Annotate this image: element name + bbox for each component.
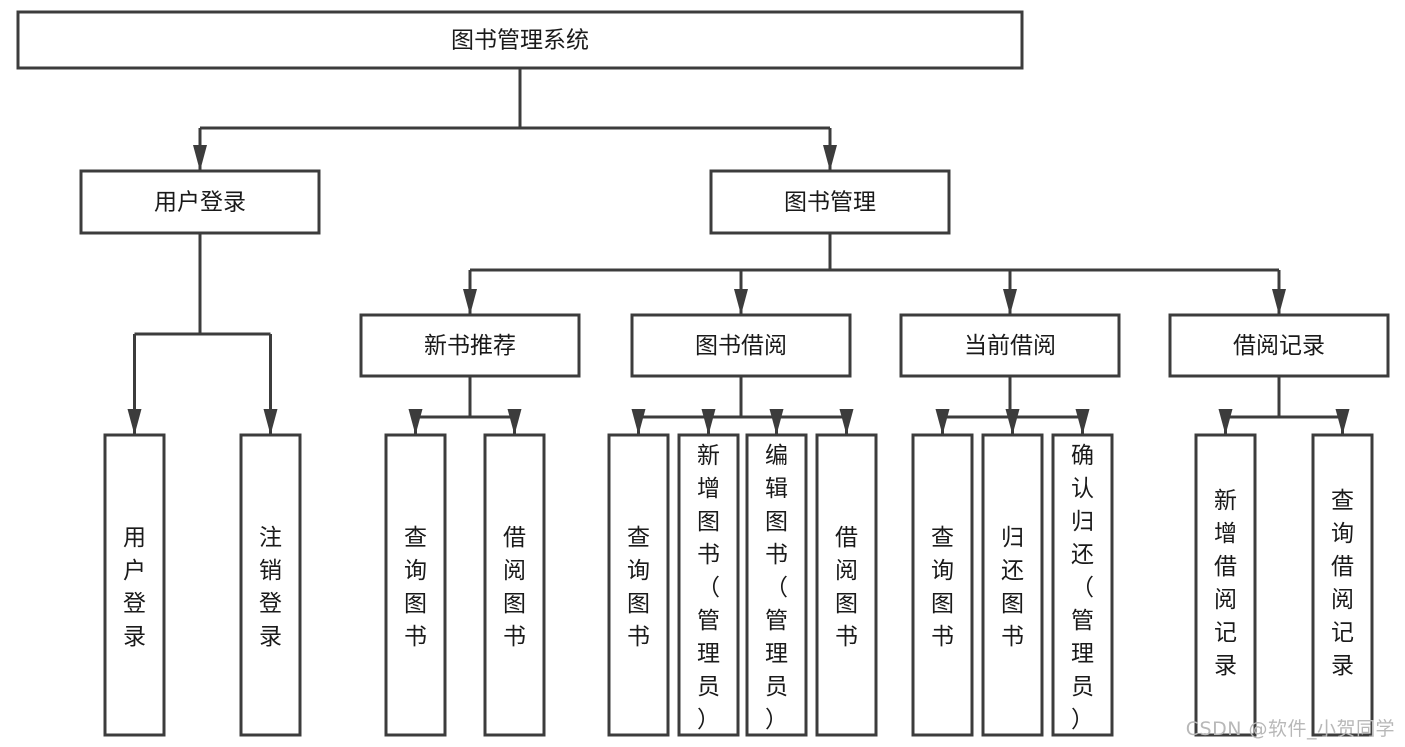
node-box[interactable] xyxy=(79,169,321,235)
node-label: 图书管理系统 xyxy=(451,28,589,54)
node-leaf-0[interactable]: 用户登录 xyxy=(103,433,166,737)
node-label: 新增借阅记录 xyxy=(1214,488,1237,679)
node-label: 查询图书 xyxy=(931,525,954,650)
level3-1-to-leaves-arrow-1 xyxy=(701,409,716,435)
book-mgmt-to-level3-arrow-1 xyxy=(734,289,748,315)
node-leaf-6[interactable]: 编辑图书（管理员） xyxy=(745,433,808,737)
node-label: 用户登录 xyxy=(154,190,246,216)
node-label: 借阅记录 xyxy=(1233,333,1325,359)
node-box[interactable] xyxy=(384,433,447,737)
node-leaf-3[interactable]: 借阅图书 xyxy=(483,433,546,737)
node-box[interactable] xyxy=(607,433,670,737)
node-root-0[interactable]: 图书管理系统 xyxy=(16,10,1024,70)
node-box[interactable] xyxy=(815,433,878,737)
node-label: 归还图书 xyxy=(1001,525,1024,650)
book-mgmt-to-level3-arrow-0 xyxy=(463,289,477,315)
node-level3-0[interactable]: 新书推荐 xyxy=(359,313,581,378)
level3-0-to-leaves-arrow-0 xyxy=(408,409,423,435)
node-box[interactable] xyxy=(239,433,302,737)
nodes-layer: 图书管理系统用户登录图书管理新书推荐图书借阅当前借阅借阅记录用户登录注销登录查询… xyxy=(16,10,1390,737)
node-label: 注销登录 xyxy=(259,525,282,650)
node-leaf-11[interactable]: 新增借阅记录 xyxy=(1194,433,1257,737)
node-box[interactable] xyxy=(899,313,1121,378)
node-level3-2[interactable]: 当前借阅 xyxy=(899,313,1121,378)
node-label: 借阅图书 xyxy=(835,525,858,650)
node-leaf-12[interactable]: 查询借阅记录 xyxy=(1311,433,1374,737)
node-box[interactable] xyxy=(1311,433,1374,737)
node-box[interactable] xyxy=(1168,313,1390,378)
node-label: 新增图书（管理员） xyxy=(697,443,720,733)
node-level3-1[interactable]: 图书借阅 xyxy=(630,313,852,378)
node-label: 当前借阅 xyxy=(964,333,1056,359)
root-to-level2-arrow-1 xyxy=(823,145,837,171)
level3-1-to-leaves-arrow-0 xyxy=(631,409,646,435)
node-box[interactable] xyxy=(1194,433,1257,737)
node-label: 用户登录 xyxy=(123,525,146,650)
node-label: 查询图书 xyxy=(404,525,427,650)
book-mgmt-to-level3-arrow-3 xyxy=(1272,289,1286,315)
node-label: 查询图书 xyxy=(627,525,650,650)
level3-3-to-leaves-arrow-0 xyxy=(1218,409,1233,435)
level3-3-to-leaves-arrow-1 xyxy=(1335,409,1350,435)
connectors-layer xyxy=(127,68,1350,435)
level3-2-to-leaves-arrow-0 xyxy=(935,409,950,435)
user-login-to-leaves-arrow-0 xyxy=(127,409,142,435)
node-box[interactable] xyxy=(709,169,951,235)
node-label: 图书借阅 xyxy=(695,333,787,359)
node-label: 借阅图书 xyxy=(503,525,526,650)
node-box[interactable] xyxy=(911,433,974,737)
level3-1-to-leaves-arrow-2 xyxy=(769,409,784,435)
level3-2-to-leaves-arrow-2 xyxy=(1075,409,1090,435)
node-label: 图书管理 xyxy=(784,190,876,216)
node-box[interactable] xyxy=(677,433,740,737)
node-label: 编辑图书（管理员） xyxy=(765,443,788,733)
node-leaf-1[interactable]: 注销登录 xyxy=(239,433,302,737)
node-box[interactable] xyxy=(103,433,166,737)
user-login-to-leaves-arrow-1 xyxy=(263,409,278,435)
node-label: 确认归还（管理员） xyxy=(1071,443,1094,733)
level3-1-to-leaves-arrow-3 xyxy=(839,409,854,435)
node-leaf-10[interactable]: 确认归还（管理员） xyxy=(1051,433,1114,737)
level3-0-to-leaves-arrow-1 xyxy=(507,409,522,435)
node-level2-0[interactable]: 用户登录 xyxy=(79,169,321,235)
node-leaf-9[interactable]: 归还图书 xyxy=(981,433,1044,737)
node-box[interactable] xyxy=(981,433,1044,737)
node-leaf-4[interactable]: 查询图书 xyxy=(607,433,670,737)
node-level3-3[interactable]: 借阅记录 xyxy=(1168,313,1390,378)
node-level2-1[interactable]: 图书管理 xyxy=(709,169,951,235)
node-leaf-8[interactable]: 查询图书 xyxy=(911,433,974,737)
root-to-level2-arrow-0 xyxy=(193,145,207,171)
level3-2-to-leaves-arrow-1 xyxy=(1005,409,1020,435)
node-box[interactable] xyxy=(630,313,852,378)
node-leaf-2[interactable]: 查询图书 xyxy=(384,433,447,737)
node-box[interactable] xyxy=(1051,433,1114,737)
node-box[interactable] xyxy=(16,10,1024,70)
node-label: 查询借阅记录 xyxy=(1331,488,1354,679)
node-box[interactable] xyxy=(483,433,546,737)
book-mgmt-to-level3-arrow-2 xyxy=(1003,289,1017,315)
node-box[interactable] xyxy=(745,433,808,737)
node-box[interactable] xyxy=(359,313,581,378)
node-leaf-7[interactable]: 借阅图书 xyxy=(815,433,878,737)
node-label: 新书推荐 xyxy=(424,333,516,359)
node-leaf-5[interactable]: 新增图书（管理员） xyxy=(677,433,740,737)
